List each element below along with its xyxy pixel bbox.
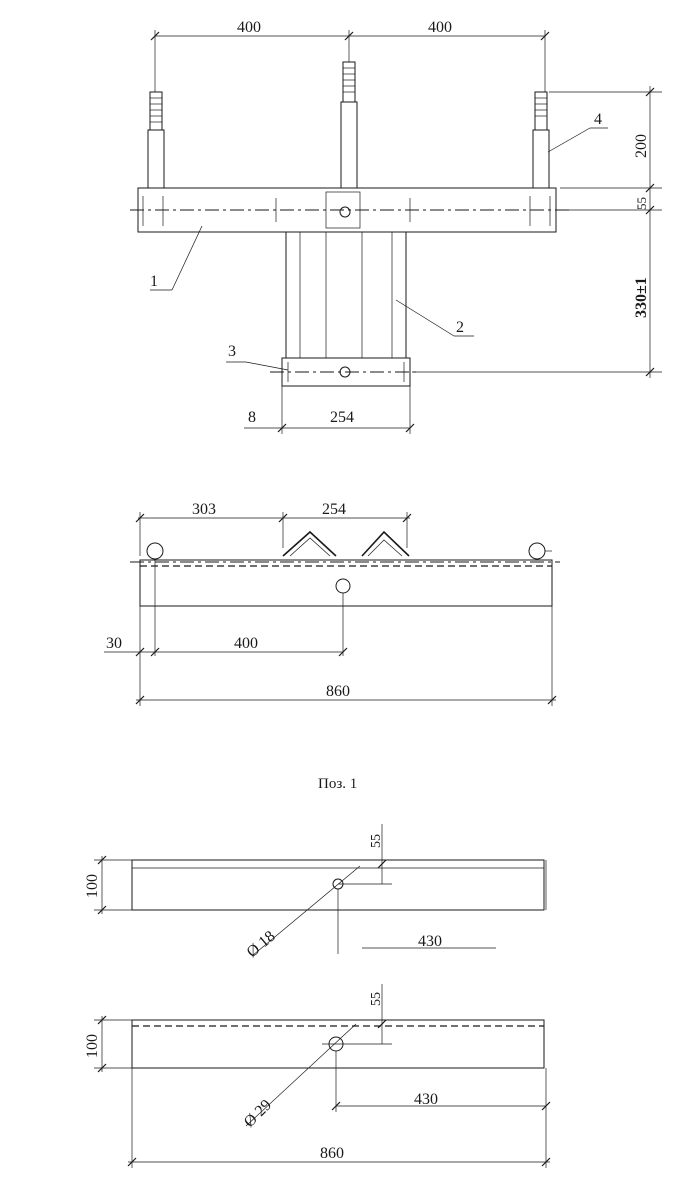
dim-height-top-label: 200 (633, 134, 650, 158)
part-a-430-label: 430 (418, 933, 442, 950)
terminal-stud-center (340, 61, 358, 189)
part-b-plate: 100 55 Ø 29 430 860 (84, 984, 551, 1168)
side-dim-400-label: 400 (234, 635, 258, 652)
part-a-plate: 100 55 Ø 18 430 (84, 824, 547, 961)
part-2-label: 2 (456, 319, 464, 336)
part-b-55-label: 55 (369, 992, 384, 1006)
side-center-hole (335, 578, 351, 594)
part-b-860-label: 860 (320, 1145, 344, 1162)
crossbar (130, 187, 570, 233)
dim-span-right-label: 400 (428, 19, 452, 36)
v-bracket-left (282, 530, 337, 557)
dim-span-left-label: 400 (237, 19, 261, 36)
base-hole (339, 366, 351, 378)
dim-55-label: 55 (634, 197, 649, 210)
part-b-height-label: 100 (84, 1034, 101, 1058)
part-a-diameter-label: Ø 18 (244, 928, 279, 961)
dimension-top-span: 400 400 (150, 19, 550, 92)
side-terminal-left (146, 542, 164, 560)
part-4-label: 4 (594, 111, 602, 128)
side-terminal-right (528, 542, 546, 560)
base-bracket (270, 357, 420, 387)
part-b-430-label: 430 (414, 1091, 438, 1108)
terminal-stud-left (147, 91, 165, 189)
side-dim-860-label: 860 (326, 683, 350, 700)
side-dim-254-label: 254 (322, 501, 346, 518)
top-view: 400 400 (130, 19, 662, 434)
v-bracket-right (361, 530, 410, 557)
part-3-label: 3 (228, 343, 236, 360)
dim-width-254-label: 254 (330, 409, 354, 426)
side-dim-30-label: 30 (106, 635, 122, 652)
position-caption: Поз. 1 (318, 776, 357, 792)
insulator-body (285, 231, 407, 359)
part-1-label: 1 (150, 273, 158, 290)
dimension-right-stack: 200 55 330±1 (412, 86, 662, 378)
dim-offset-8-label: 8 (248, 409, 256, 426)
side-dim-303-label: 303 (192, 501, 216, 518)
part-a-55-label: 55 (369, 834, 384, 848)
part-a-height-label: 100 (84, 874, 101, 898)
side-view: 303 254 30 400 860 (104, 501, 560, 706)
dimension-base-width: 8 254 (244, 386, 415, 434)
dim-330-label: 330±1 (633, 277, 650, 318)
side-dimension-overall: 860 (135, 606, 557, 706)
side-dimension-top: 303 254 (135, 501, 412, 556)
part-leaders: 1 2 3 4 (150, 111, 608, 371)
terminal-stud-right (532, 91, 550, 189)
crossbar-hole (339, 206, 351, 218)
